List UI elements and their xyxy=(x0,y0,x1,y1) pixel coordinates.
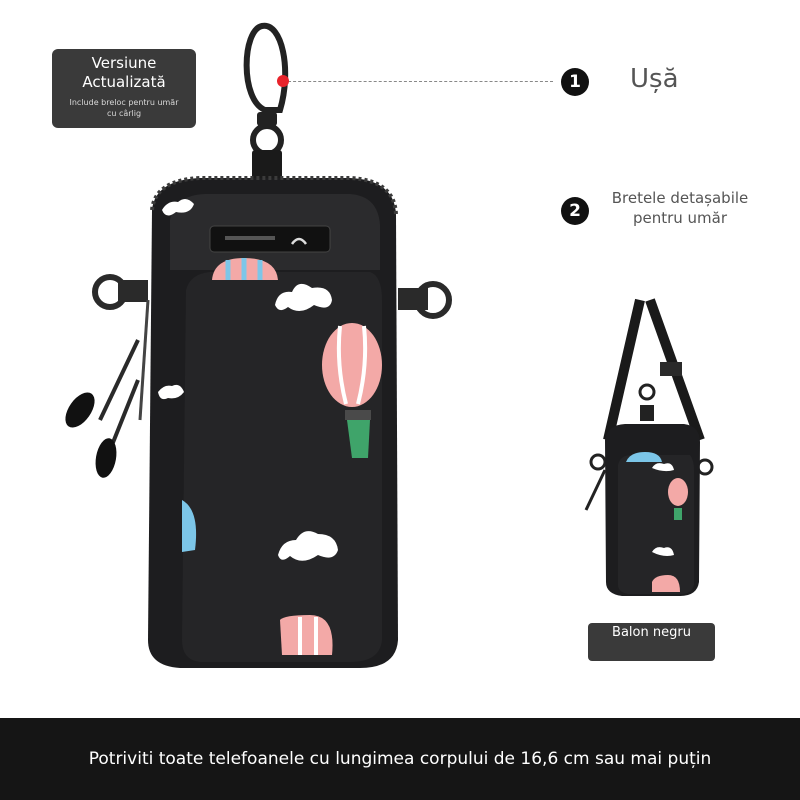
callout-number-1: 1 xyxy=(561,68,589,96)
badge-line1: Versiune xyxy=(91,54,157,72)
carabiner-icon xyxy=(243,22,289,180)
upgraded-version-badge: Versiune Actualizată Include breloc pent… xyxy=(52,49,196,128)
callout-label-2: Bretele detașabile pentru umăr xyxy=(611,189,749,227)
callout-number-2: 2 xyxy=(561,197,589,225)
balloon-pattern xyxy=(182,258,382,655)
cloud-pattern xyxy=(158,198,338,561)
variant-bag-illustration xyxy=(584,298,714,596)
bag-body xyxy=(65,176,398,668)
badge-note: Include breloc pentru umăr cu cârlig xyxy=(69,98,179,118)
callout-anchor-dot xyxy=(277,75,289,87)
variant-label-badge: Balon negru xyxy=(588,623,715,661)
footer-caption: Potriviti toate telefoanele cu lungimea … xyxy=(0,718,800,800)
badge-line2: Actualizată xyxy=(82,73,166,91)
footer-text: Potriviti toate telefoanele cu lungimea … xyxy=(88,749,712,769)
callout-leader-line xyxy=(283,81,553,82)
callout-label-1: Ușă xyxy=(630,64,679,94)
